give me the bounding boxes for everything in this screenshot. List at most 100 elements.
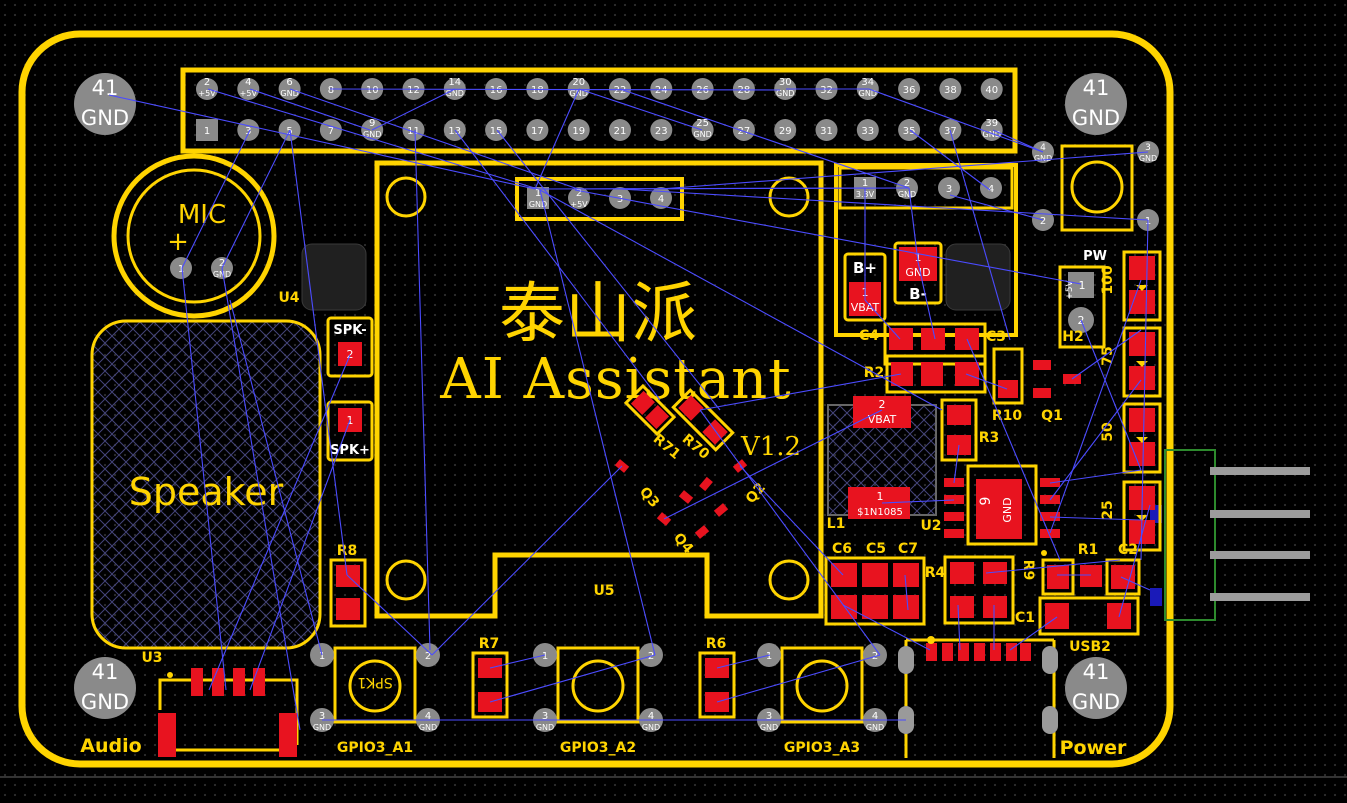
- header-pin-number: 8: [328, 85, 334, 96]
- header-pin-number: 22: [614, 85, 627, 96]
- ratsnest: [108, 88, 1151, 731]
- button-pin-number: 4: [872, 711, 878, 722]
- resistor-r9-pad: [983, 596, 1007, 618]
- header-pin-number: 40: [985, 85, 998, 96]
- header-pin: [568, 187, 590, 209]
- resistor-r2-outline: [885, 354, 987, 394]
- audio-jack: [158, 668, 299, 757]
- usb-connector: [898, 636, 1058, 758]
- capacitor-c5-pad: [862, 563, 888, 587]
- header-pin: [732, 119, 755, 141]
- designator-r10: R10: [992, 408, 1023, 424]
- power-switch-pin1: [1068, 272, 1094, 298]
- header-pin-net: GND: [446, 89, 464, 98]
- resistor-r1-pad: [1080, 565, 1102, 587]
- header-pin-net: GND: [570, 89, 588, 98]
- header-pin-number: 16: [490, 85, 503, 96]
- power-switch-pin1-number: 1: [1079, 279, 1086, 292]
- header40-outline: [180, 67, 1018, 154]
- header-pin-number: 29: [779, 126, 792, 137]
- header-pin-number: 30: [779, 77, 792, 88]
- header-pin-number: 4: [988, 184, 994, 195]
- module-u5-outline: [374, 160, 824, 619]
- button-pin: [416, 643, 440, 667]
- button-pin-number: 1: [766, 651, 772, 662]
- button-pin-number: 1: [542, 651, 548, 662]
- header-pin-number: 9: [369, 118, 375, 129]
- board-outline: [18, 30, 1174, 768]
- button-label: GPIO3_A3: [784, 740, 860, 756]
- capacitor-c5-pad: [862, 595, 888, 619]
- button-pin-number: 3: [319, 711, 325, 722]
- mount-hole-tr: 41 GND: [1065, 73, 1127, 135]
- spk-plus-outline: [326, 400, 374, 462]
- button-cap[interactable]: [571, 659, 625, 713]
- mount-hole-net: GND: [81, 106, 129, 130]
- header-pin: [402, 119, 425, 141]
- designator-c6: C6: [832, 541, 852, 557]
- header-pin-number: 38: [944, 85, 957, 96]
- header-pin-net: GND: [693, 130, 711, 139]
- header40: 2+5V14+5V36GND587109GND121114GND13161518…: [196, 77, 1003, 141]
- header-pin-number: 31: [820, 126, 833, 137]
- button-pin-number: 3: [766, 711, 772, 722]
- mic-pin2: 2: [219, 258, 225, 269]
- header-pin-number: 39: [985, 118, 998, 129]
- header-pin-number: 12: [407, 85, 420, 96]
- header-pin-number: 1: [204, 126, 210, 137]
- button-cap[interactable]: [795, 659, 849, 713]
- header-pin-net: +5V: [240, 89, 258, 98]
- header-pin-number: 3: [946, 184, 952, 195]
- button-pin-net: GND: [313, 723, 331, 732]
- resistor-r3-pad: [947, 405, 971, 425]
- header-pin: [938, 177, 960, 199]
- button-pin-net: GND: [642, 723, 660, 732]
- level-led-pad: [1129, 442, 1155, 466]
- resistor-r3-outline: [940, 398, 978, 462]
- module-header-outline: [515, 177, 684, 221]
- designator-c4: C4: [859, 328, 879, 344]
- mount-hole-net: GND: [81, 690, 129, 714]
- header-pin: [237, 78, 260, 100]
- button-pin-net: GND: [866, 723, 884, 732]
- capacitor-c1-outline: [1038, 596, 1140, 636]
- level-led-outline: [1122, 480, 1162, 552]
- header-pin-number: 4: [658, 194, 664, 205]
- mount-hole-net: GND: [1072, 690, 1120, 714]
- button-cap[interactable]: [348, 659, 402, 713]
- header-pin-net: GND: [776, 89, 794, 98]
- header-pin-number: 18: [531, 85, 544, 96]
- header-pin-number: 21: [614, 126, 627, 137]
- module-u5-hole: [768, 176, 810, 218]
- chip-u2: 9 GND: [944, 464, 1060, 556]
- button-label: GPIO3_A2: [560, 740, 636, 756]
- power-switch-outline: [1058, 265, 1106, 349]
- capacitor-c2-pad: [1111, 565, 1135, 589]
- microphone: MIC + 1 2 GND: [111, 153, 277, 319]
- inductor-pin1: 1: [877, 490, 884, 503]
- designator-u2: U2: [920, 518, 941, 534]
- side-connector: [1150, 449, 1310, 621]
- header-pin-number: 36: [903, 85, 916, 96]
- resistor-r2-pad: [891, 362, 913, 386]
- header-pin-number: 4: [245, 77, 251, 88]
- level-led-arrow: [1136, 437, 1148, 443]
- designator-l1: L1: [827, 516, 846, 532]
- header-pin-net: +5V: [570, 200, 588, 209]
- button-body: [556, 646, 640, 724]
- top-button-pin4-net: GND: [1034, 154, 1052, 163]
- header-pin-number: 2: [904, 178, 910, 189]
- button-pin: [639, 643, 663, 667]
- header-pin-number: 32: [820, 85, 833, 96]
- mic-pin2-net: GND: [213, 270, 231, 279]
- power-switch-pin1-net: +5V: [1065, 279, 1075, 299]
- header-pin: [898, 119, 921, 141]
- designator-r9: R9: [1020, 560, 1036, 581]
- capacitor-group-outline: [824, 556, 926, 626]
- battery-minus-net: GND: [905, 266, 930, 279]
- header-pin-number: 3: [617, 194, 623, 205]
